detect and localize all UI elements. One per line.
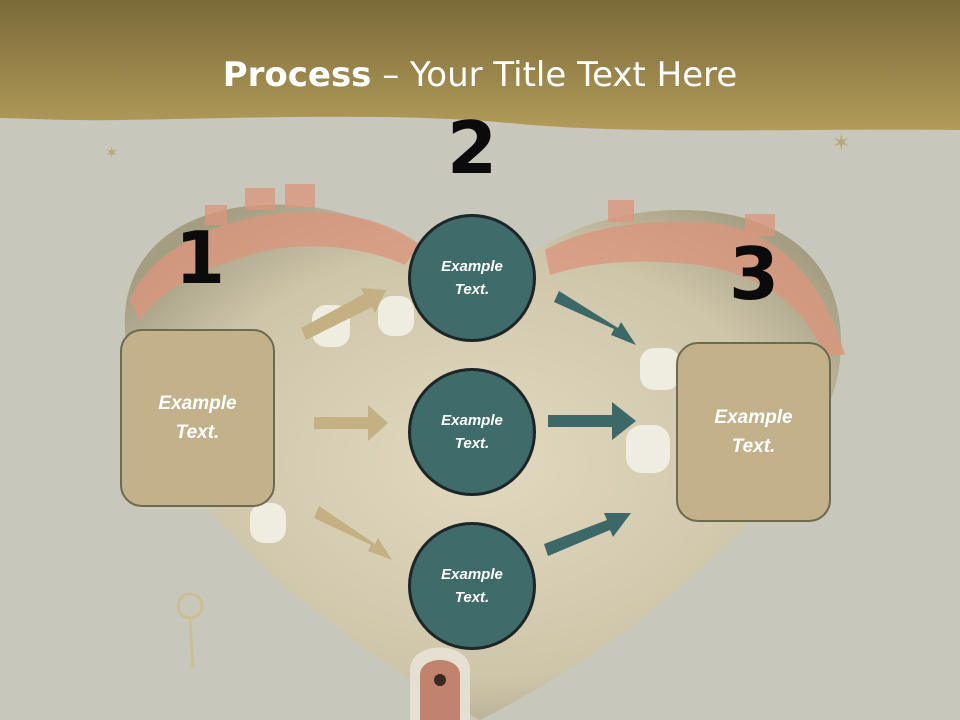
circle-bottom-text: Example Text. [441, 566, 503, 606]
step-number-3: 3 [728, 232, 780, 316]
arrow-left-to-middle [314, 405, 388, 441]
chimney [608, 200, 634, 222]
arrow-top-to-right [554, 291, 636, 345]
window [640, 348, 680, 390]
chimney [285, 184, 315, 208]
circle-middle-text: Example Text. [441, 412, 503, 452]
right-roof [545, 221, 845, 355]
right-box-text: Example Text. [714, 407, 793, 457]
right-box: Example Text. [676, 342, 831, 522]
title-rest: – Your Title Text Here [371, 55, 738, 95]
window [250, 503, 286, 543]
title-bold: Process [222, 55, 372, 95]
arrow-left-to-top [301, 288, 386, 340]
star-decoration: ✶ [832, 131, 850, 156]
circle-top: Example Text. [408, 214, 536, 342]
circle-bottom: Example Text. [408, 522, 536, 650]
chimney [205, 205, 227, 225]
page-title: Process – Your Title Text Here [0, 52, 960, 98]
step-number-2: 2 [446, 106, 498, 190]
arrow-left-to-bottom [314, 506, 392, 560]
left-roof [130, 211, 420, 320]
circle-middle: Example Text. [408, 368, 536, 496]
left-box-text: Example Text. [158, 393, 237, 443]
header-band [0, 0, 960, 131]
window [378, 296, 414, 336]
chimney [745, 214, 775, 236]
circle-top-text: Example Text. [441, 258, 503, 298]
arrow-middle-to-right [548, 402, 636, 440]
star-decoration: ✶ [105, 143, 118, 162]
arrow-bottom-to-right [544, 513, 631, 556]
window [626, 425, 670, 473]
left-box: Example Text. [120, 329, 275, 507]
chimney [245, 188, 275, 210]
step-number-1: 1 [174, 216, 226, 300]
